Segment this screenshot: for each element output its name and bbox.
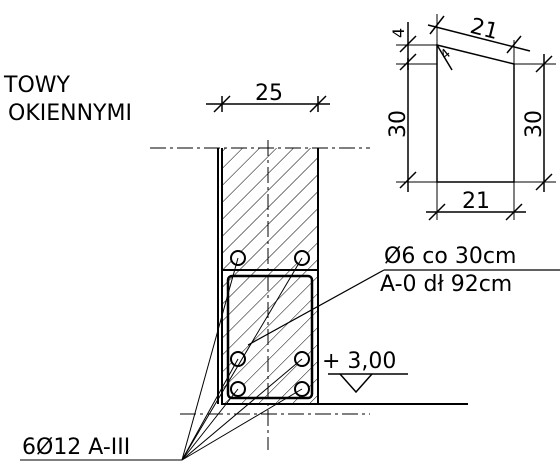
beam-width-label: 25 [255,81,283,106]
main-rebar-leaders [20,257,303,461]
stirrup-leader [247,269,560,346]
stirrup-label-line1: Ø6 co 30cm [384,244,516,269]
stirrup-detail [396,14,556,221]
level-marker [328,373,408,394]
stirrup-bottom-label: 21 [462,189,490,214]
title-line-1: TOWY [3,73,71,98]
beam-width-dimension [206,95,330,113]
stirrup-hook [436,44,453,71]
stirrup-top-label: 21 [468,14,501,45]
stirrup-left-height-label: 30 [386,110,411,138]
beam-stirrup [226,274,314,400]
title-line-2: OKIENNYMI [8,101,132,126]
stirrup-hook-label: 4 [389,28,408,38]
stirrup-label-line2: A-0 dł 92cm [380,272,512,297]
level-label: + 3,00 [322,349,396,374]
stirrup-right-height-label: 30 [522,110,547,138]
main-rebar-label: 6Ø12 A-III [22,435,130,460]
